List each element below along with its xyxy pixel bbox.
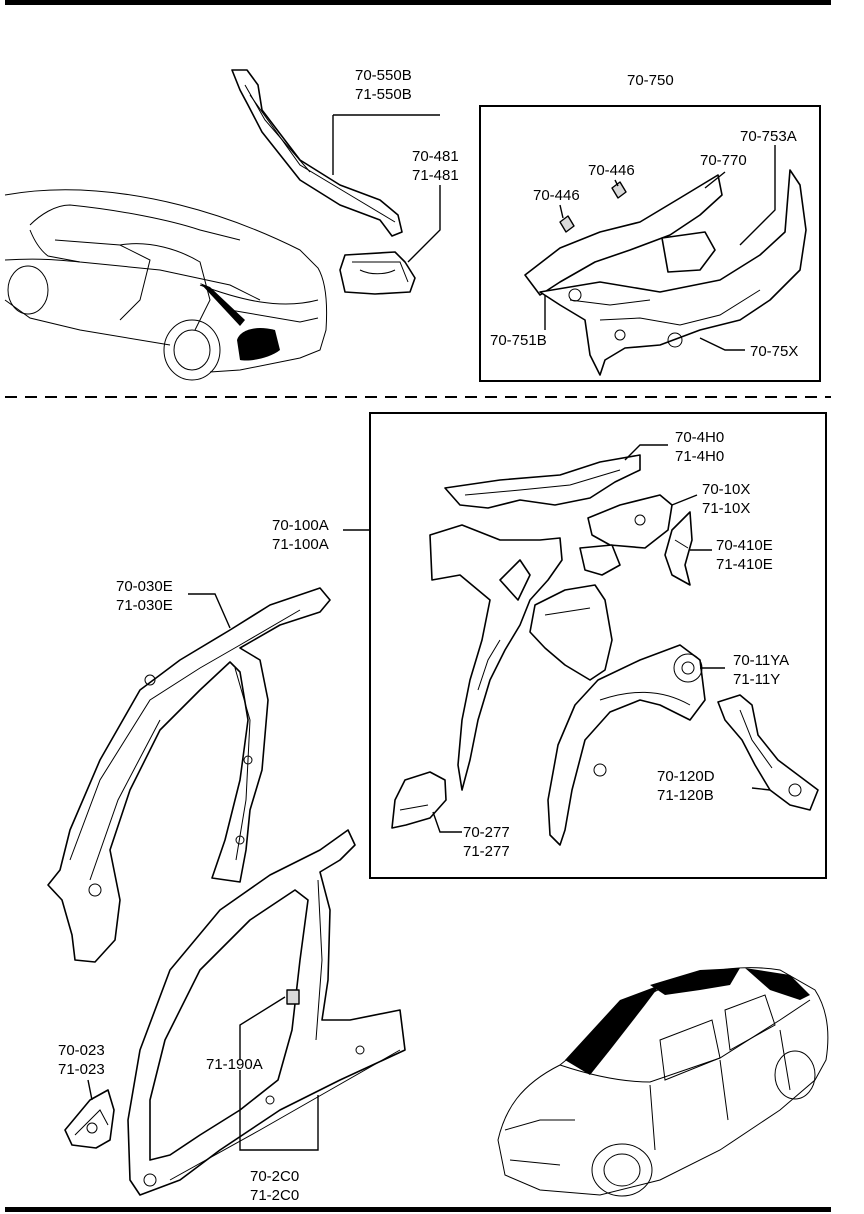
label-70-751b: 70-751B: [490, 332, 547, 349]
bottom-border: [5, 1207, 831, 1212]
label-71-190a: 71-190A: [206, 1056, 263, 1073]
part-70-2c0: [127, 829, 406, 1196]
part-70-4h0: [444, 454, 641, 509]
label-71-100a: 71-100A: [272, 536, 329, 553]
box-70-750: [479, 105, 821, 382]
leader-10x: [671, 494, 698, 506]
part-70-030e: [47, 587, 331, 963]
leader-2c0: [239, 1070, 319, 1151]
label-71-550b: 71-550B: [355, 86, 412, 103]
label-70-770: 70-770: [700, 152, 747, 169]
label-70-446-upper: 70-446: [588, 162, 635, 179]
label-71-10x: 71-10X: [702, 500, 750, 517]
top-border: [5, 0, 831, 5]
leader-120d: [751, 787, 771, 791]
label-70-11ya: 70-11YA: [733, 652, 789, 669]
label-70-75x: 70-75X: [750, 343, 798, 360]
part-70-277: [391, 771, 447, 829]
label-71-410e: 71-410E: [716, 556, 773, 573]
label-70-4h0: 70-4H0: [675, 429, 724, 446]
front-car-illustration: [497, 967, 829, 1197]
part-70-481: [339, 251, 416, 295]
leader-030e: [188, 593, 231, 629]
leader-481: [407, 185, 441, 263]
part-70-410e: [664, 511, 693, 586]
part-70-550b: [231, 69, 403, 237]
labels: 70-550B 71-550B 70-481 71-481 70-750 70-…: [58, 67, 798, 1204]
label-70-753a: 70-753A: [740, 128, 797, 145]
label-71-2c0: 71-2C0: [250, 1187, 299, 1204]
box-70-100a: [369, 412, 827, 879]
label-70-10x: 70-10X: [702, 481, 750, 498]
label-70-023: 70-023: [58, 1042, 105, 1059]
label-71-277: 71-277: [463, 843, 510, 860]
part-70-10x: [579, 494, 673, 576]
label-70-030e: 70-030E: [116, 578, 173, 595]
part-70-11ya: [547, 644, 706, 846]
label-70-446-lower: 70-446: [533, 187, 580, 204]
leader-4h0: [624, 444, 668, 461]
part-70-023: [64, 1089, 115, 1149]
leader-75x: [699, 337, 745, 351]
label-70-100a: 70-100A: [272, 517, 329, 534]
leader-446a: [614, 179, 619, 187]
label-70-277: 70-277: [463, 824, 510, 841]
label-70-750: 70-750: [627, 72, 674, 89]
leader-023: [87, 1079, 93, 1101]
leader-190a: [239, 996, 286, 1060]
leader-277: [432, 811, 462, 833]
label-70-550b: 70-550B: [355, 67, 412, 84]
label-71-11y: 71-11Y: [733, 671, 780, 688]
label-70-410e: 70-410E: [716, 537, 773, 554]
leader-550b: [332, 114, 440, 175]
label-70-481: 70-481: [412, 148, 459, 165]
label-70-2c0: 70-2C0: [250, 1168, 299, 1185]
part-70-750-assembly: [524, 169, 807, 376]
label-70-120d: 70-120D: [657, 768, 715, 785]
label-71-023: 71-023: [58, 1061, 105, 1078]
leader-753a: [739, 145, 776, 246]
label-71-030e: 71-030E: [116, 597, 173, 614]
rear-car-illustration: [4, 189, 328, 381]
leader-446b: [559, 204, 564, 219]
part-70-100a: [429, 524, 613, 791]
leader-770: [704, 171, 726, 189]
label-71-4h0: 71-4H0: [675, 448, 724, 465]
label-71-120b: 71-120B: [657, 787, 714, 804]
part-70-120d: [717, 694, 819, 811]
label-71-481: 71-481: [412, 167, 459, 184]
